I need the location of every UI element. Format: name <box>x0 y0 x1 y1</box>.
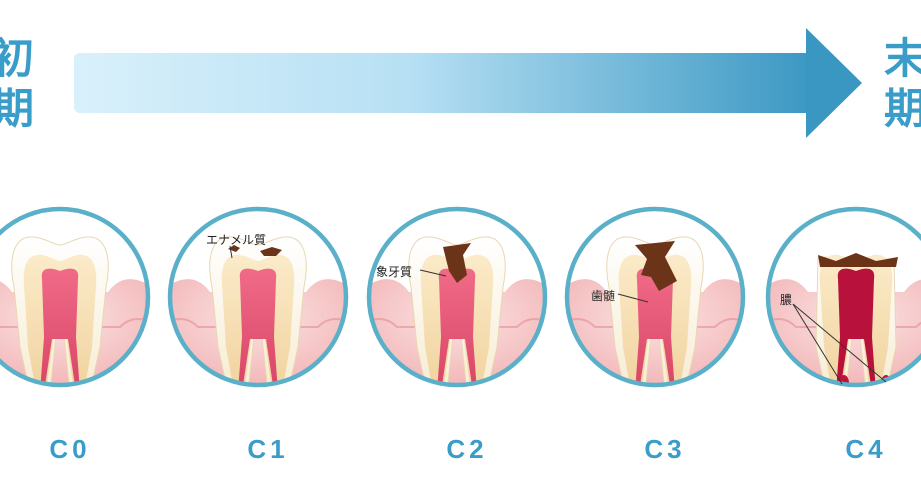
pulp <box>238 268 278 385</box>
stage-caption-c0: C0 <box>49 434 91 464</box>
circle-border <box>564 206 746 388</box>
stage-caption-c3: C3 <box>644 434 686 464</box>
decay-crown <box>818 253 898 267</box>
pulp <box>437 268 477 385</box>
end-label-char-2: 期 <box>884 84 921 134</box>
circle-border <box>0 206 151 388</box>
annotation-pointer <box>792 303 843 385</box>
decay-spot <box>260 247 282 256</box>
arrow-shaft <box>74 53 816 113</box>
annotation-pus: 膿 <box>780 293 793 307</box>
annotation-dentin: 象牙質 <box>376 265 413 279</box>
stage-c0 <box>0 206 151 388</box>
circle-border <box>167 206 349 388</box>
pulp <box>836 268 876 385</box>
pulp <box>40 268 80 385</box>
stage-circles <box>0 206 921 388</box>
annotation-enamel: エナメル質 <box>206 233 267 247</box>
start-label-char-1: 初 <box>0 34 35 83</box>
decay-cavity <box>443 243 471 283</box>
end-label-char-1: 末 <box>884 34 921 83</box>
stage-c4 <box>765 206 921 388</box>
annotation-pointer <box>617 293 649 303</box>
decay-spot <box>228 245 240 252</box>
annotation-pointer <box>792 303 887 383</box>
arrow-head <box>806 28 862 138</box>
stage-c3 <box>564 206 746 388</box>
annotation-pointer <box>419 269 447 277</box>
circle-border <box>366 206 548 388</box>
annotation-pulp: 歯髄 <box>591 289 616 303</box>
circle-border <box>765 206 921 388</box>
annotation-pointer <box>229 245 233 259</box>
decay-cavity <box>635 241 677 291</box>
pulp <box>635 268 675 385</box>
end-label: 末 期 <box>884 34 921 135</box>
start-label-char-2: 期 <box>0 84 35 134</box>
start-label: 初 期 <box>0 34 34 135</box>
stage-caption-c2: C2 <box>446 434 488 464</box>
progression-arrow <box>74 28 862 138</box>
stage-caption-c1: C1 <box>247 434 289 464</box>
stage-c2 <box>366 206 548 388</box>
stage-caption-c4: C4 <box>845 434 887 464</box>
